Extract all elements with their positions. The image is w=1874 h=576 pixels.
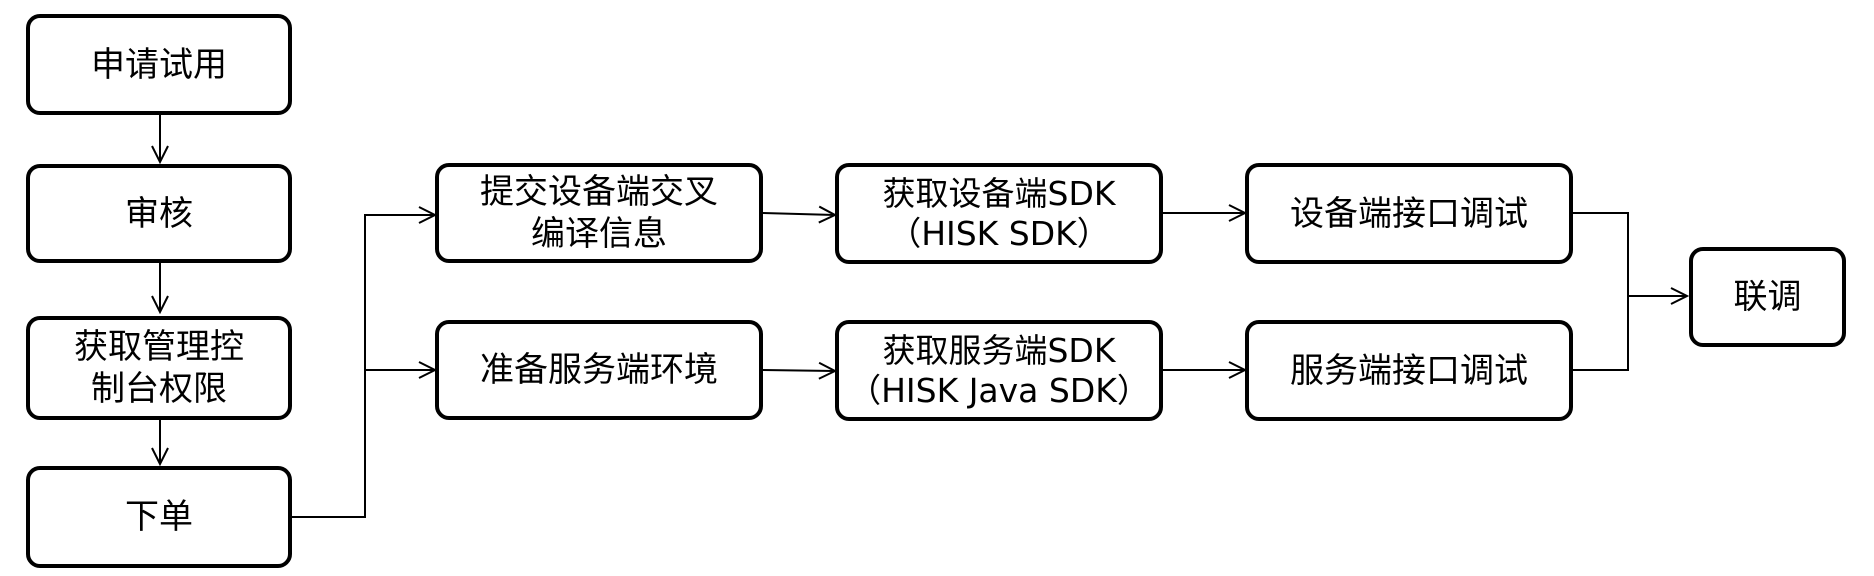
- connector-server-debug-merge: [1573, 296, 1629, 371]
- connector-order-branch: [292, 370, 366, 518]
- node-prepare-server-env: 准备服务端环境: [435, 320, 763, 420]
- node-submit-cross-compile: 提交设备端交叉 编译信息: [435, 163, 763, 263]
- node-get-console-permission: 获取管理控 制台权限: [26, 316, 292, 420]
- node-get-server-sdk: 获取服务端SDK （HISK Java SDK）: [835, 320, 1163, 421]
- arrow-to-submit-cross-compile: [364, 215, 435, 370]
- node-device-interface-debug: 设备端接口调试: [1245, 163, 1573, 264]
- node-joint-debug: 联调: [1689, 247, 1846, 347]
- node-apply-trial: 申请试用: [26, 14, 292, 115]
- connector-device-debug-merge: [1573, 212, 1629, 296]
- arrow-submit-to-device-sdk: [762, 213, 835, 215]
- arrow-prepare-to-server-sdk: [762, 370, 835, 371]
- node-server-interface-debug: 服务端接口调试: [1245, 320, 1573, 421]
- node-review: 审核: [26, 164, 292, 263]
- node-get-device-sdk: 获取设备端SDK （HISK SDK）: [835, 163, 1163, 264]
- node-place-order: 下单: [26, 466, 292, 568]
